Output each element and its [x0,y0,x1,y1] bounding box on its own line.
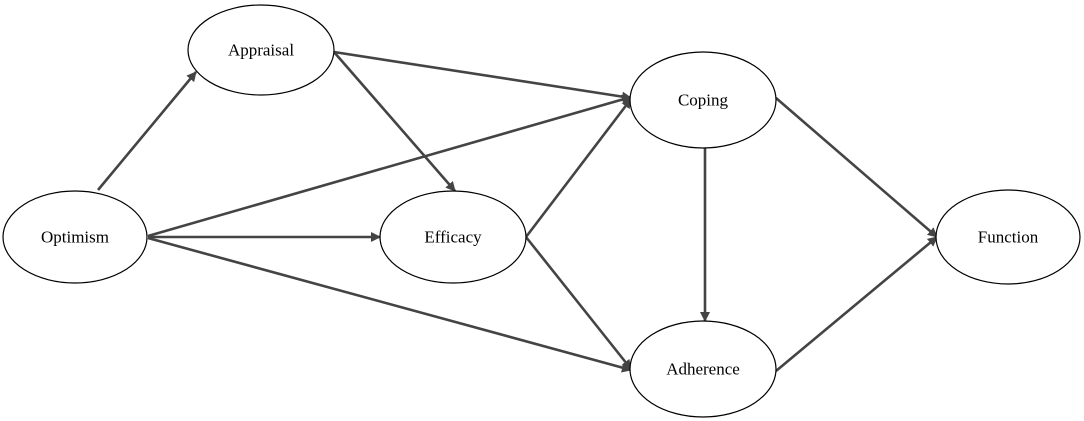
edge-appraisal-to-coping [333,50,632,102]
node-appraisal: Appraisal [187,4,335,96]
node-function-label: Function [978,228,1039,247]
node-optimism: Optimism [2,190,148,284]
node-efficacy-label: Efficacy [424,228,482,247]
edge-optimism-to-coping [147,94,632,238]
node-adherence-ellipse [629,320,777,418]
node-optimism-label: Optimism [41,228,109,247]
edge-coping-to-function [775,97,938,238]
node-efficacy-ellipse [379,190,527,284]
edge-optimism-to-adherence [147,236,632,373]
edge-optimism-to-appraisal [96,71,198,191]
node-coping-ellipse [629,51,777,149]
edge-adherence-to-function [775,236,938,372]
node-optimism-ellipse [2,190,148,284]
node-appraisal-ellipse [187,4,335,96]
node-coping-label: Coping [678,91,729,110]
node-adherence-label: Adherence [666,360,740,379]
node-function-ellipse [935,189,1081,285]
edge-efficacy-to-coping [524,98,633,238]
node-appraisal-label: Appraisal [228,41,294,60]
node-coping: Coping [629,51,777,149]
node-adherence: Adherence [629,320,777,418]
edge-appraisal-to-efficacy [333,51,456,192]
node-function: Function [935,189,1081,285]
edge-efficacy-to-adherence [524,236,633,370]
node-efficacy: Efficacy [379,190,527,284]
edges-layer [96,50,938,373]
